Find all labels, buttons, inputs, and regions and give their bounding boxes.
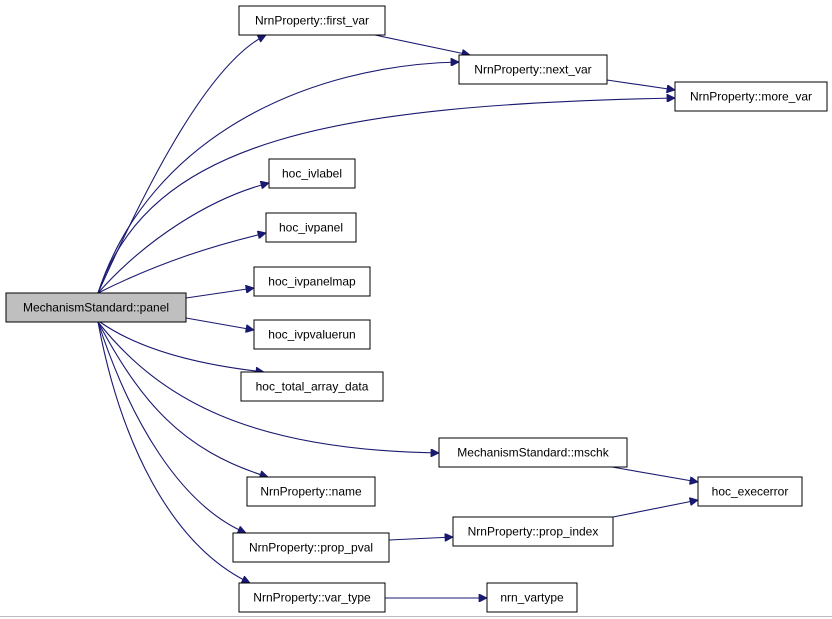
edge-panel-to-hoc_total bbox=[99, 321, 264, 372]
edge-first_var-to-next_var bbox=[374, 34, 470, 55]
node-box-hoc_ivpvaluerun[interactable] bbox=[253, 319, 371, 350]
node-label-next_var: NrnProperty::next_var bbox=[474, 63, 591, 77]
node-label-hoc_ivpanelmap: hoc_ivpanelmap bbox=[268, 275, 356, 289]
node-label-mschk: MechanismStandard::mschk bbox=[457, 446, 609, 460]
edge-panel-to-hoc_ivpanelmap bbox=[185, 288, 254, 299]
node-box-panel[interactable] bbox=[5, 292, 187, 323]
node-hoc_execerror[interactable]: hoc_execerror bbox=[697, 476, 803, 507]
edge-panel-to-more_var bbox=[97, 98, 675, 294]
edge-panel-to-hoc_ivpvaluerun bbox=[185, 317, 254, 330]
node-label-hoc_ivlabel: hoc_ivlabel bbox=[282, 167, 342, 181]
node-hoc_ivlabel[interactable]: hoc_ivlabel bbox=[268, 158, 356, 189]
node-label-hoc_execerror: hoc_execerror bbox=[712, 485, 789, 499]
node-box-hoc_ivlabel[interactable] bbox=[268, 158, 356, 189]
node-box-hoc_ivpanel[interactable] bbox=[265, 212, 357, 243]
node-hoc_ivpanel[interactable]: hoc_ivpanel bbox=[265, 212, 357, 243]
node-more_var[interactable]: NrnProperty::more_var bbox=[674, 81, 828, 112]
node-label-prop_index: NrnProperty::prop_index bbox=[468, 525, 599, 539]
node-label-nrn_vartype: nrn_vartype bbox=[500, 591, 564, 605]
node-label-first_var: NrnProperty::first_var bbox=[255, 14, 369, 28]
bottom-divider bbox=[0, 616, 832, 617]
node-box-var_type[interactable] bbox=[238, 582, 386, 613]
node-box-mschk[interactable] bbox=[438, 437, 628, 468]
edge-panel-to-hoc_ivlabel bbox=[97, 183, 269, 294]
edge-panel-to-first_var bbox=[97, 34, 266, 294]
edge-layer bbox=[97, 34, 698, 598]
node-box-more_var[interactable] bbox=[674, 81, 828, 112]
node-first_var[interactable]: NrnProperty::first_var bbox=[238, 5, 386, 36]
node-hoc_ivpanelmap[interactable]: hoc_ivpanelmap bbox=[253, 266, 371, 297]
edge-panel-to-hoc_ivpanel bbox=[97, 233, 266, 294]
edge-prop_pval-to-prop_index bbox=[388, 537, 453, 540]
node-var_type[interactable]: NrnProperty::var_type bbox=[238, 582, 386, 613]
edge-prop_index-to-hoc_execerror bbox=[612, 500, 698, 518]
node-label-prop_pval: NrnProperty::prop_pval bbox=[249, 541, 373, 555]
edge-panel-to-var_type bbox=[97, 321, 250, 583]
node-name[interactable]: NrnProperty::name bbox=[246, 476, 376, 507]
node-label-panel: MechanismStandard::panel bbox=[23, 301, 169, 315]
node-label-more_var: NrnProperty::more_var bbox=[690, 90, 812, 104]
node-mschk[interactable]: MechanismStandard::mschk bbox=[438, 437, 628, 468]
node-nrn_vartype[interactable]: nrn_vartype bbox=[486, 582, 578, 613]
node-label-var_type: NrnProperty::var_type bbox=[253, 591, 371, 605]
node-prop_index[interactable]: NrnProperty::prop_index bbox=[452, 516, 614, 547]
node-box-hoc_total[interactable] bbox=[240, 371, 384, 402]
node-hoc_ivpvaluerun[interactable]: hoc_ivpvaluerun bbox=[253, 319, 371, 350]
edge-mschk-to-hoc_execerror bbox=[611, 466, 698, 482]
node-box-prop_index[interactable] bbox=[452, 516, 614, 547]
node-label-hoc_total: hoc_total_array_data bbox=[256, 380, 369, 394]
node-box-hoc_ivpanelmap[interactable] bbox=[253, 266, 371, 297]
edge-panel-to-name bbox=[97, 321, 268, 477]
node-box-prop_pval[interactable] bbox=[232, 532, 390, 563]
node-layer: MechanismStandard::panel NrnProperty::fir… bbox=[5, 5, 828, 613]
node-next_var[interactable]: NrnProperty::next_var bbox=[458, 54, 608, 85]
node-box-hoc_execerror[interactable] bbox=[697, 476, 803, 507]
edge-panel-to-next_var bbox=[97, 62, 459, 294]
node-prop_pval[interactable]: NrnProperty::prop_pval bbox=[232, 532, 390, 563]
edge-panel-to-prop_pval bbox=[97, 321, 246, 533]
node-hoc_total[interactable]: hoc_total_array_data bbox=[240, 371, 384, 402]
node-label-name: NrnProperty::name bbox=[260, 485, 362, 499]
node-box-next_var[interactable] bbox=[458, 54, 608, 85]
node-box-nrn_vartype[interactable] bbox=[486, 582, 578, 613]
edge-panel-to-mschk bbox=[97, 321, 439, 453]
node-panel[interactable]: MechanismStandard::panel bbox=[5, 292, 187, 323]
node-box-name[interactable] bbox=[246, 476, 376, 507]
node-label-hoc_ivpvaluerun: hoc_ivpvaluerun bbox=[268, 328, 355, 342]
edge-next_var-to-more_var bbox=[606, 79, 675, 90]
node-label-hoc_ivpanel: hoc_ivpanel bbox=[279, 221, 343, 235]
node-box-first_var[interactable] bbox=[238, 5, 386, 36]
